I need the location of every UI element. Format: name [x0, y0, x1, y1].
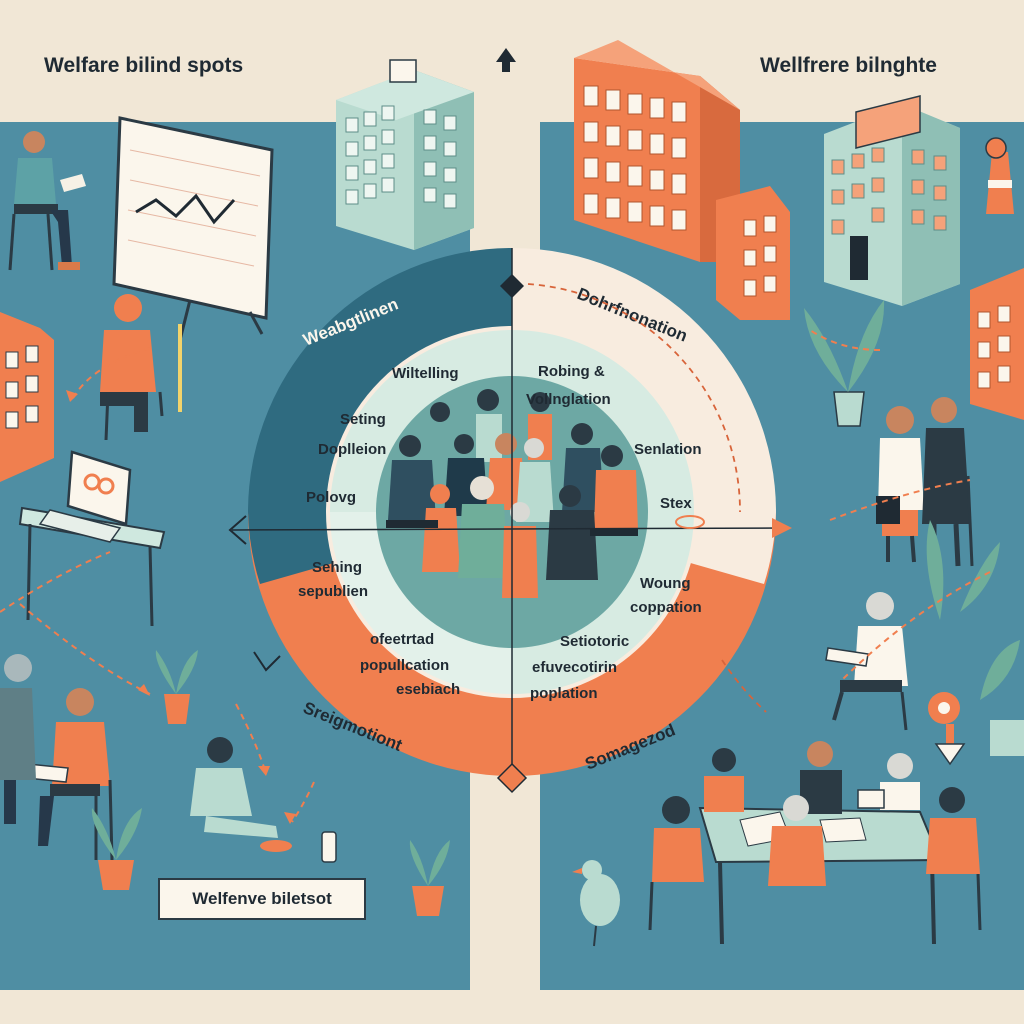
thinking-person-illustration — [100, 294, 182, 441]
label-q2-top-a: Robing & — [538, 363, 605, 380]
dashed-ring-path — [527, 283, 767, 713]
up-arrow-icon — [496, 48, 516, 72]
label-q4-c: Setiotoric — [560, 633, 629, 650]
monitor-chart-illustration — [112, 116, 274, 341]
small-building-right — [970, 268, 1024, 420]
arrowhead-right-icon — [772, 518, 792, 538]
standing-elder-illustration — [0, 654, 36, 824]
arrowhead-icon — [66, 390, 296, 824]
meeting-people-illustration — [648, 741, 982, 931]
reading-person-illustration — [25, 688, 114, 861]
plant-cluster-right — [926, 520, 1024, 756]
link-ring-icon — [675, 515, 705, 529]
label-q4-b: coppation — [630, 599, 702, 616]
ballot-building-illustration — [336, 59, 474, 250]
label-q2-b: Stex — [660, 495, 692, 512]
small-building-left — [0, 312, 54, 482]
traffic-cone-icon — [985, 137, 1014, 214]
center-crowd-illustration — [386, 389, 638, 598]
potted-plant-icon — [155, 650, 198, 724]
potted-plant-icon — [409, 840, 450, 916]
label-q3-e: esebiach — [396, 681, 460, 698]
seated-man-illustration — [8, 131, 86, 271]
right-title: Wellfrere bilnghte — [760, 54, 937, 77]
label-q2-a: Senlation — [634, 441, 702, 458]
diamond-node-icon — [500, 274, 524, 298]
label-q1-top: Wiltelling — [392, 365, 459, 382]
label-q1-a: Seting — [340, 411, 386, 428]
label-q3-c: ofeetrtad — [370, 631, 434, 648]
label-q1-c: Polovg — [306, 489, 356, 506]
arrowhead-left-icon — [228, 515, 247, 545]
dashed-connectors-right — [809, 329, 991, 683]
couple-walking-illustration — [876, 397, 974, 567]
label-q2-top-b: Vollnglation — [526, 391, 611, 408]
label-q3-d: popullcation — [360, 657, 449, 674]
caption-label: Welfenve biletsot — [158, 878, 366, 920]
arrowhead-down-icon — [253, 651, 281, 672]
diamond-node-icon — [496, 762, 528, 794]
potted-plant-icon — [91, 808, 142, 890]
left-title: Welfare bilind spots — [44, 54, 243, 77]
label-q3-a: Sehing — [312, 559, 362, 576]
orange-apartment-illustration — [574, 40, 790, 320]
label-q4-a: Woung — [640, 575, 691, 592]
label-q4-e: poplation — [530, 685, 598, 702]
reading-elder-illustration — [825, 592, 908, 731]
label-q3-b: sepublien — [298, 583, 368, 600]
coffee-cup-icon — [321, 831, 337, 863]
teal-office-building-illustration — [824, 95, 960, 306]
potted-plant-icon — [804, 300, 885, 427]
label-q1-b: Doplleion — [318, 441, 386, 458]
bird-icon — [572, 860, 620, 947]
sitting-floor-person-illustration — [190, 737, 292, 852]
label-q4-d: efuvecotirin — [532, 659, 617, 676]
down-arrow-icon — [934, 724, 966, 766]
laptop-desk-illustration — [18, 450, 166, 627]
